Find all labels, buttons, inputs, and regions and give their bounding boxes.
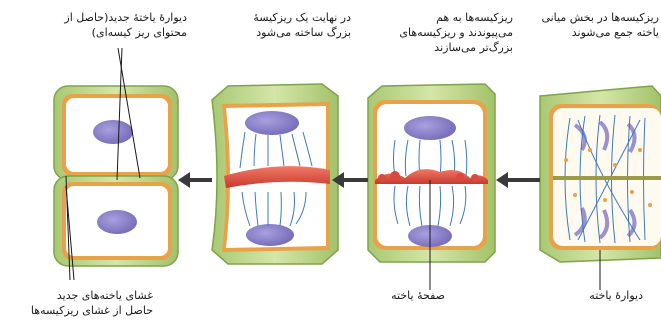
- arrow-1: [496, 172, 540, 188]
- cell-wall-label: دیوارهٔ یاخته: [589, 288, 643, 303]
- stage2-cell: [368, 84, 495, 262]
- stage3-caption: در نهایت یک ریزکیسهٔ بزرگ ساخته می‌شود: [253, 10, 351, 40]
- stage4-cells: [54, 86, 178, 266]
- stage1-cell: [540, 86, 661, 262]
- stage4-top-nucleus: [93, 120, 133, 144]
- stage3-cell: [212, 84, 338, 264]
- new-membranes-label: غشای یاخته‌های جدید حاصل از غشای ریزکیسه…: [31, 288, 153, 318]
- arrow-3: [178, 172, 212, 188]
- stage4-caption: دیوارهٔ یاختهٔ جدید(حاصل از محتوای ریز ک…: [64, 10, 187, 40]
- stage2-nucleus-top: [404, 116, 456, 140]
- stage3-nucleus-top: [245, 111, 299, 135]
- stage2-caption: ریزکیسه‌ها به هم می‌پیوندند و ریزکیسه‌ها…: [399, 10, 513, 55]
- stage1-caption: ریزکیسه‌ها در بخش میانی یاخته جمع می‌شون…: [541, 10, 659, 40]
- stage4-bottom-nucleus: [97, 210, 137, 234]
- cell-plate-label: صفحهٔ یاخته: [391, 288, 445, 303]
- stage3-nucleus-bottom: [246, 224, 294, 246]
